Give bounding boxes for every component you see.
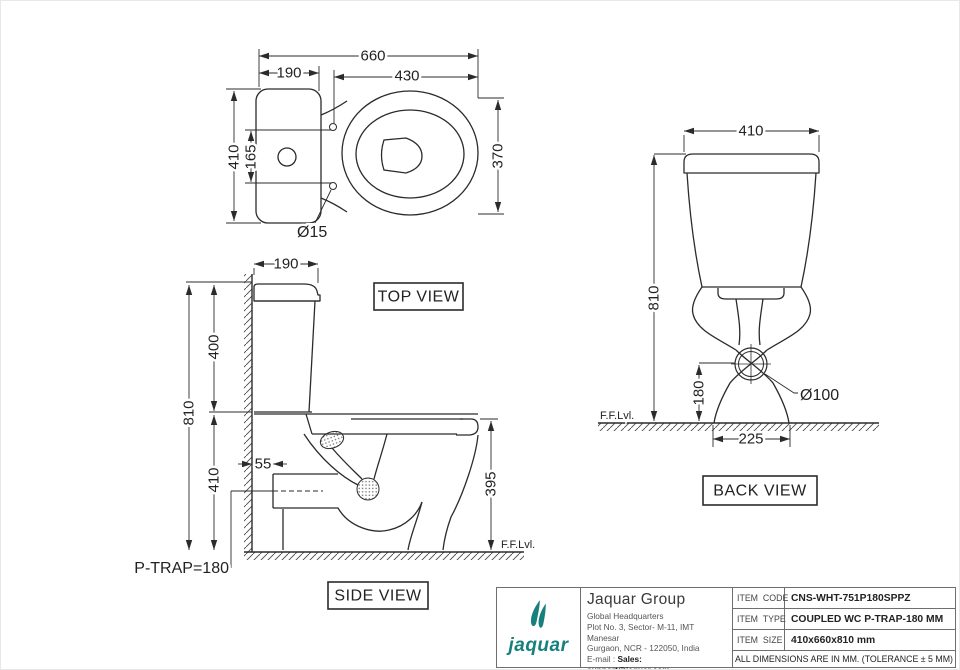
side-seat-left-edge xyxy=(305,413,313,435)
side-view-dims xyxy=(185,260,498,568)
dim-side-bowl-height: 410 xyxy=(206,467,223,492)
item-code-value: CNS-WHT-751P180SPPZ xyxy=(791,592,911,604)
brand-logo: jaquar xyxy=(497,588,581,667)
bolt-hole-leader xyxy=(314,189,332,224)
top-connector-lower xyxy=(320,197,348,213)
top-view xyxy=(255,88,479,224)
dim-top-tank-depth: 190 xyxy=(276,65,301,82)
back-stem-left xyxy=(735,298,741,346)
tolerance-note: ALL DIMENSIONS ARE IN MM. (TOLERANCE ± 5… xyxy=(735,654,953,664)
back-view-dims xyxy=(650,127,820,447)
dim-top-bowl-width: 370 xyxy=(490,143,507,168)
item-table: ITEM CODE CNS-WHT-751P180SPPZ ITEM TYPE … xyxy=(733,588,955,667)
dim-top-bowl-depth: 430 xyxy=(394,68,419,85)
back-tank-left xyxy=(686,172,703,288)
dim-side-tank-height: 400 xyxy=(206,334,223,359)
back-tank-right xyxy=(800,172,817,288)
side-view-label-box: SIDE VIEW xyxy=(327,581,429,610)
back-tank-lid xyxy=(683,153,820,174)
item-code-label: ITEM CODE xyxy=(733,588,788,608)
back-stem-right xyxy=(758,298,764,346)
back-view-label: BACK VIEW xyxy=(713,483,807,500)
side-bowl-underside xyxy=(273,501,423,532)
dim-top-overall-width: 410 xyxy=(226,144,243,169)
brand-wordmark: jaquar xyxy=(508,634,569,656)
tolerance-row: ALL DIMENSIONS ARE IN MM. (TOLERANCE ± 5… xyxy=(733,651,955,667)
dim-top-bolt-hole-dia: Ø15 xyxy=(297,224,327,241)
item-size-value: 410x660x810 mm xyxy=(791,634,876,646)
floor-hatching-back xyxy=(598,423,879,431)
item-type-value: COUPLED WC P-TRAP-180 MM xyxy=(791,613,944,625)
top-bolt-hole-upper xyxy=(329,123,337,131)
company-address-2: Gurgaon, NCR - 122050, India xyxy=(587,643,700,654)
item-code-row: ITEM CODE CNS-WHT-751P180SPPZ xyxy=(733,588,955,609)
side-trap-section xyxy=(356,477,380,501)
dim-back-overall-height: 810 xyxy=(646,285,663,310)
company-info: Jaquar Group Global Headquarters Plot No… xyxy=(581,588,733,670)
side-tank-front xyxy=(308,300,316,413)
top-water-spot xyxy=(380,137,423,174)
dim-back-tank-width: 410 xyxy=(738,123,763,140)
floor-hatching-side xyxy=(244,552,524,560)
company-name: Jaquar Group xyxy=(587,591,686,608)
title-block: jaquar Jaquar Group Global Headquarters … xyxy=(496,587,956,670)
dim-back-trap-dia: Ø100 xyxy=(800,387,839,404)
dim-side-overall-height: 810 xyxy=(181,400,198,425)
trap-dia-leader xyxy=(764,373,798,394)
side-flush-channel-inner xyxy=(331,447,363,480)
top-flush-button xyxy=(277,147,297,167)
back-view-label-box: BACK VIEW xyxy=(702,475,818,506)
top-view-dims xyxy=(226,49,504,224)
company-email-line: E-mail : Sales: support@jaquar.com xyxy=(587,654,726,670)
back-view: 410 810 180 225 Ø100 F.F.Lvl. BACK VIEW xyxy=(598,120,879,506)
item-type-row: ITEM TYPE COUPLED WC P-TRAP-180 MM xyxy=(733,609,955,630)
side-view-label: SIDE VIEW xyxy=(334,588,422,605)
item-size-label: ITEM SIZE xyxy=(733,630,785,650)
back-pedestal-right xyxy=(735,349,790,424)
top-bowl-outer xyxy=(341,90,479,216)
back-bowl-right xyxy=(766,286,812,351)
back-bowl-left xyxy=(691,286,737,351)
email-label: E-mail : xyxy=(587,654,618,665)
dim-back-trap-height: 180 xyxy=(691,380,708,405)
side-flush-channel-right xyxy=(373,433,388,480)
dim-back-base-width: 225 xyxy=(738,431,763,448)
top-tank-outline xyxy=(255,88,322,224)
top-bowl-inner xyxy=(355,109,465,199)
item-type-label: ITEM TYPE xyxy=(733,609,786,629)
item-size-row: ITEM SIZE 410x660x810 mm xyxy=(733,630,955,651)
top-view-label-box: TOP VIEW xyxy=(373,282,464,311)
wall-hatching xyxy=(244,274,252,552)
top-view-label: TOP VIEW xyxy=(378,289,460,306)
company-address-1: Plot No. 3, Sector- M-11, IMT Manesar xyxy=(587,621,695,643)
jaquar-logo-icon xyxy=(530,599,546,628)
dim-side-tank-top-depth: 190 xyxy=(273,256,298,273)
side-base-front-inner xyxy=(407,501,423,551)
dim-top-overall-depth: 660 xyxy=(360,48,385,65)
side-tank-lid xyxy=(253,283,321,302)
side-floor-level-label: F.F.Lvl. xyxy=(501,539,535,551)
back-hinge-cover xyxy=(717,288,785,300)
back-pedestal-left xyxy=(713,349,768,424)
dim-top-bolt-spacing: 165 xyxy=(243,144,260,169)
email-value: Sales: support@jaquar.com xyxy=(587,654,670,670)
dim-side-wall-gap: 55 xyxy=(255,456,272,473)
dim-side-rim-height: 395 xyxy=(483,471,500,496)
side-flush-channel-outer xyxy=(303,433,359,486)
side-hinge-section xyxy=(319,430,345,450)
back-floor-level-label: F.F.Lvl. xyxy=(600,410,634,422)
side-wc-outline xyxy=(253,283,479,551)
dim-side-p-trap: P-TRAP=180 xyxy=(134,560,229,577)
company-hq: Global Headquarters xyxy=(587,611,664,621)
top-bolt-hole-lower xyxy=(329,182,337,190)
side-rim-front-cap xyxy=(456,418,479,436)
back-wc-outline xyxy=(683,153,820,424)
side-bowl-front-outer xyxy=(442,434,479,551)
side-view: 190 400 810 410 55 395 P-TRAP=180 F.F.Lv… xyxy=(132,253,537,610)
